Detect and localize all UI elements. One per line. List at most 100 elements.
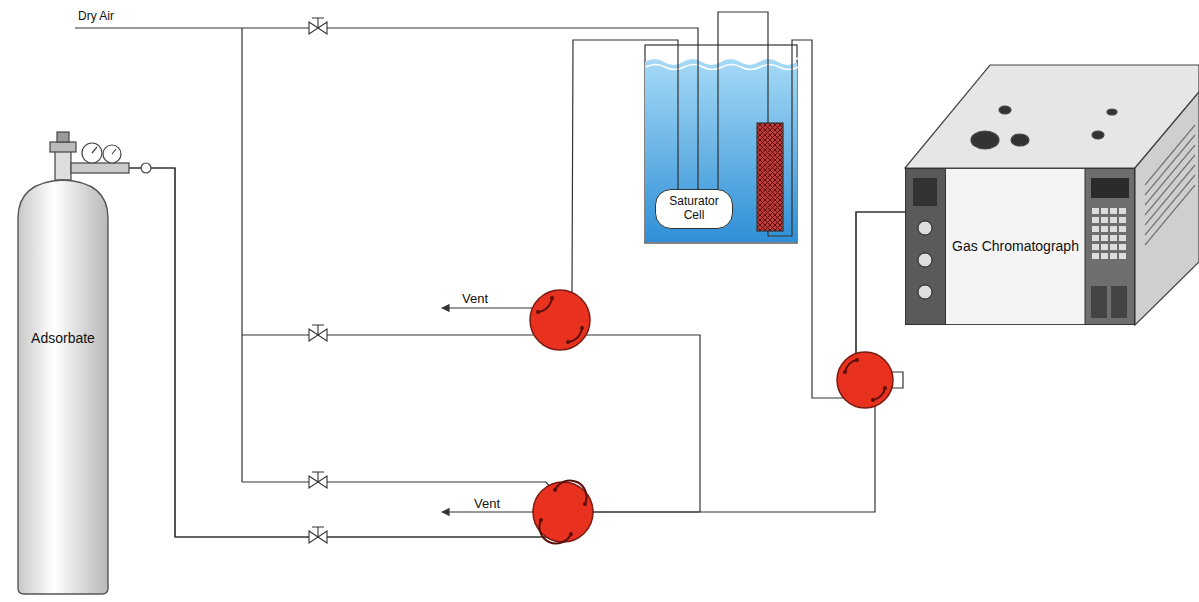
gas-cylinder: Adsorbate xyxy=(10,178,116,596)
keypad-button xyxy=(1119,244,1126,250)
needle-valve xyxy=(309,18,327,34)
injector-port xyxy=(1011,134,1029,146)
keypad-button xyxy=(1119,235,1126,241)
keypad-button xyxy=(1101,217,1108,223)
gauge-needle xyxy=(112,149,116,154)
keypad-button xyxy=(1101,244,1108,250)
panel-display xyxy=(913,178,937,206)
gas-cylinder-shape xyxy=(10,178,116,596)
valve-channel xyxy=(539,480,586,543)
vent-label: Vent xyxy=(460,291,490,306)
chromatograph-housing xyxy=(905,65,1199,325)
control-knob xyxy=(918,253,932,267)
pipe-line xyxy=(75,28,903,512)
cylinder-valve xyxy=(50,142,76,152)
valve-port xyxy=(550,296,554,300)
keypad-button xyxy=(1119,253,1126,259)
four-port-valve xyxy=(533,480,593,543)
keypad-button xyxy=(1119,217,1126,223)
label-holder: Dry Air xyxy=(76,6,116,24)
needle-valve xyxy=(309,325,327,341)
valve-handle xyxy=(57,132,69,142)
keypad-button xyxy=(1092,244,1099,250)
keypad-button xyxy=(1101,235,1108,241)
cylinder-neck xyxy=(55,150,71,180)
valve-port xyxy=(583,502,587,506)
keypad-button xyxy=(1092,235,1099,241)
valve-channel xyxy=(538,298,582,342)
gauge-needle xyxy=(92,147,97,153)
valve-port xyxy=(871,398,875,402)
keypad-button xyxy=(1110,244,1117,250)
valve-port xyxy=(883,386,887,390)
keypad-button xyxy=(1110,226,1117,232)
water-bath xyxy=(645,45,797,243)
pressure-regulator xyxy=(50,132,151,180)
keypad-button xyxy=(1092,208,1099,214)
vent-label: Vent xyxy=(472,496,502,511)
dry-air-branch xyxy=(241,28,242,482)
valve-port xyxy=(553,488,557,492)
keypad-button xyxy=(1101,253,1108,259)
saturator-cell: Saturator Cell xyxy=(655,189,733,229)
inlet-label: Dry Air xyxy=(76,9,116,23)
regulator-body xyxy=(71,163,129,173)
regulator-outlet xyxy=(141,163,151,173)
valve-port xyxy=(843,370,847,374)
node-label: Adsorbate xyxy=(31,330,95,346)
vent-slats xyxy=(1145,125,1195,245)
pressure-gauge xyxy=(82,143,102,163)
keypad-button xyxy=(1101,226,1108,232)
valve-body xyxy=(533,482,593,542)
text-area: Adsorbate xyxy=(10,308,116,368)
label-holder: Vent xyxy=(472,494,502,512)
injector-port xyxy=(971,131,999,149)
bath-water xyxy=(645,59,797,242)
valve-port xyxy=(580,326,584,330)
vent-arrow xyxy=(442,307,533,308)
keypad-screen xyxy=(1091,178,1129,198)
dry-air-pipe xyxy=(242,482,553,490)
node-label: Gas Chromatograph xyxy=(952,238,1079,254)
keypad-button xyxy=(1092,253,1099,259)
dry-air-pipe xyxy=(75,28,698,189)
keypad-button xyxy=(1110,217,1117,223)
text-area: Saturator Cell xyxy=(656,190,732,228)
keypad-button xyxy=(1110,235,1117,241)
control-knob xyxy=(918,285,932,299)
valve-body xyxy=(530,290,590,350)
control-knob xyxy=(918,221,932,235)
keypad-button xyxy=(1119,208,1126,214)
valve-port xyxy=(569,532,573,536)
housing-side xyxy=(1135,92,1199,325)
chromatograph-front xyxy=(906,169,1135,325)
keypad-button xyxy=(1092,226,1099,232)
valve-body xyxy=(837,352,893,408)
injector-port xyxy=(1092,131,1104,139)
vent-arrow xyxy=(442,511,534,512)
valve-port xyxy=(566,340,570,344)
panel-slot xyxy=(1091,286,1107,318)
keypad-button xyxy=(1101,208,1108,214)
valve-channel xyxy=(845,360,885,400)
node-label: Saturator Cell xyxy=(660,195,728,223)
four-port-valve xyxy=(837,352,893,408)
keypad-button xyxy=(1092,217,1099,223)
pressure-gauge xyxy=(103,145,121,163)
valve-port xyxy=(539,518,543,522)
keypad-button xyxy=(1110,253,1117,259)
gas-pipe xyxy=(718,12,905,398)
four-port-valve xyxy=(530,290,590,350)
label-holder: Vent xyxy=(460,289,490,307)
gas-chromatograph: Gas Chromatograph xyxy=(905,168,1135,325)
needle-valve xyxy=(309,472,327,488)
injector-port xyxy=(1107,109,1117,115)
keypad-panel xyxy=(1085,169,1135,325)
control-panel xyxy=(906,169,946,325)
adsorbent-column xyxy=(757,123,783,231)
injector-port xyxy=(999,106,1011,114)
gas-pipe xyxy=(63,40,700,537)
keypad-button xyxy=(1110,208,1117,214)
needle-valve xyxy=(309,527,327,543)
